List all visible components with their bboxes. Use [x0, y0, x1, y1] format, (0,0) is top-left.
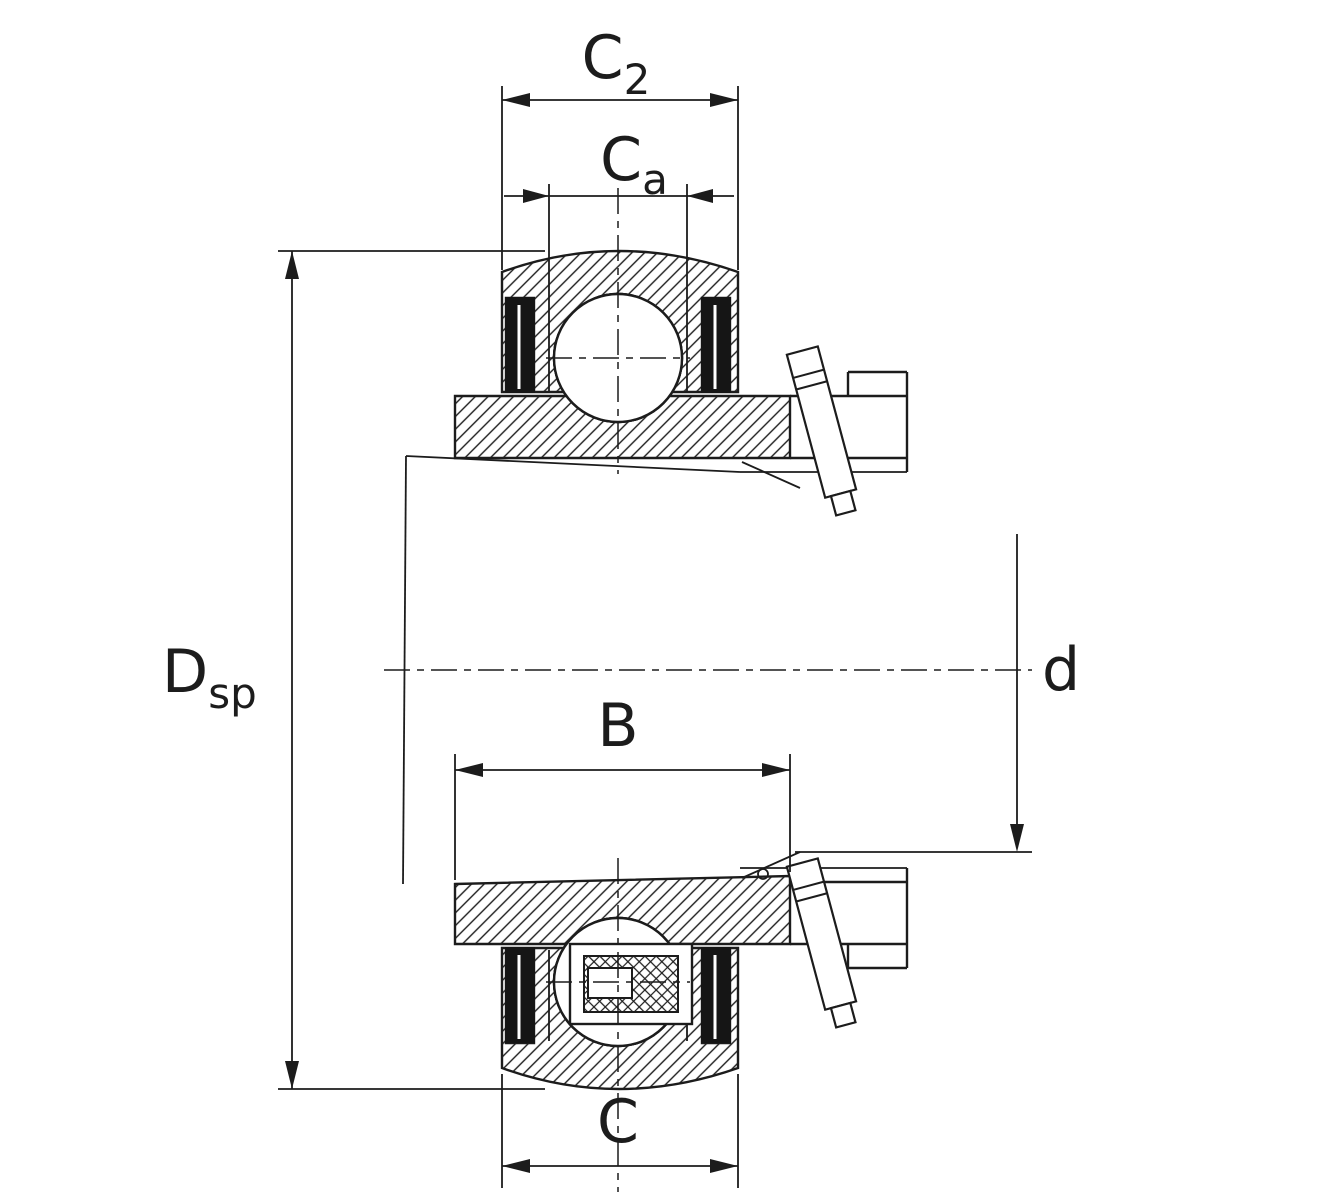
ca-arrow-left: [523, 189, 549, 203]
lower-seal-left: [505, 947, 535, 1043]
ca-arrow-right: [687, 189, 713, 203]
dimension-b: B: [454, 691, 791, 880]
c2-label-base: C: [582, 23, 624, 93]
b-label-base: B: [597, 691, 638, 761]
lower-bearing-section: [453, 874, 792, 1091]
upper-bearing-section: [453, 184, 792, 460]
ca-label-sub: a: [642, 155, 668, 204]
d-label-base: d: [1042, 635, 1080, 705]
d-arrow: [1010, 824, 1024, 852]
c2-arrow-left: [502, 93, 530, 107]
ca-label-base: C: [600, 125, 642, 195]
lower-seal-right: [701, 947, 731, 1043]
c-arrow-left: [502, 1159, 530, 1173]
set-screw-hex-socket: [587, 967, 633, 999]
set-screw-section: [568, 942, 694, 1026]
ca-label: Ca: [600, 125, 668, 204]
lower-grub-screw-head-line-1: [792, 880, 825, 891]
dsp-label: Dsp: [162, 637, 257, 718]
c-arrow-right: [710, 1159, 738, 1173]
c-label: C: [597, 1087, 639, 1157]
upper-grub-screw-body: [785, 345, 858, 500]
dimension-c2: C2: [501, 23, 739, 270]
c2-label: C2: [582, 23, 651, 104]
dimension-d: d: [795, 534, 1080, 853]
lower-grub-screw: [785, 857, 858, 1029]
lower-grub-screw-tip: [829, 1001, 857, 1029]
dimension-dsp: Dsp: [162, 250, 545, 1090]
centerlines: [384, 188, 1032, 1192]
dsp-label-base: D: [162, 637, 208, 707]
upper-grub-screw: [785, 345, 858, 517]
b-label: B: [597, 691, 638, 761]
dsp-label-sub: sp: [208, 669, 257, 718]
upper-seal-right: [701, 297, 731, 393]
upper-seal-left: [505, 297, 535, 393]
upper-grub-screw-head-line-1: [792, 368, 825, 379]
upper-grub-screw-head-line-2: [795, 380, 828, 391]
upper-grub-screw-tip: [829, 489, 857, 517]
d-label: d: [1042, 635, 1080, 705]
c2-label-sub: 2: [624, 55, 651, 104]
dimension-ca: Ca: [504, 125, 734, 204]
upper-flinger-edge: [741, 461, 801, 489]
lower-grub-screw-head-line-2: [795, 892, 828, 903]
b-arrow-right: [762, 763, 790, 777]
c2-arrow-right: [710, 93, 738, 107]
c-label-base: C: [597, 1087, 639, 1157]
dimension-c: C: [501, 1074, 739, 1188]
b-arrow-left: [455, 763, 483, 777]
dsp-arrow-bottom: [285, 1061, 299, 1089]
dsp-arrow-top: [285, 251, 299, 279]
